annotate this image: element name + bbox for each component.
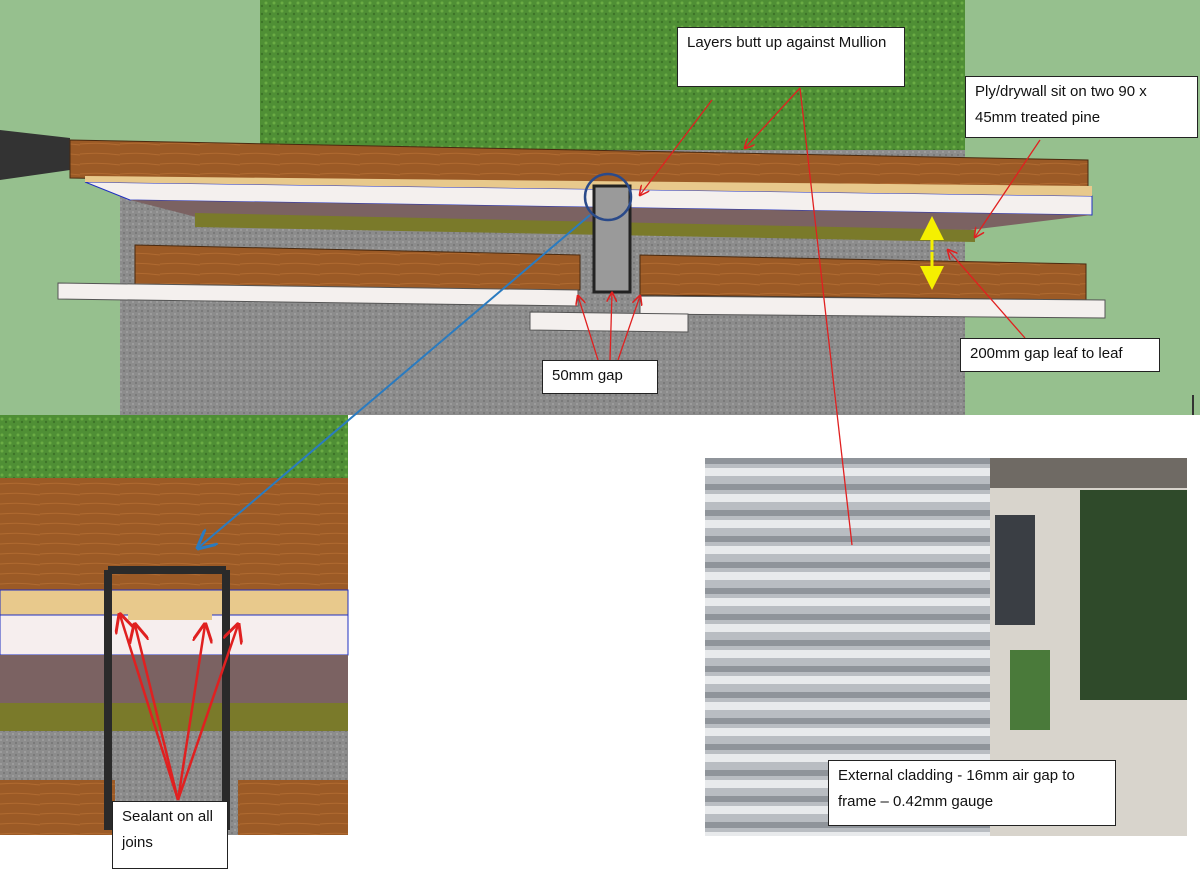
label-ply-drywall: Ply/drywall sit on two 90 x 45mm treated… [965, 76, 1198, 138]
plan-section [0, 0, 1200, 415]
label-layers-butt-mullion: Layers butt up against Mullion [677, 27, 905, 87]
label-200mm-gap: 200mm gap leaf to leaf [960, 338, 1160, 372]
label-50mm-gap: 50mm gap [542, 360, 658, 394]
lower-left-timber [134, 244, 581, 291]
label-sealant: Sealant on all joins [112, 801, 228, 869]
label-external-cladding: External cladding - 16mm air gap to fram… [828, 760, 1116, 826]
lower-right-ply [639, 295, 1106, 319]
mullion-highlight [583, 172, 633, 222]
mullion-channel [592, 184, 632, 294]
mullion-detail [104, 566, 230, 830]
small-plank [529, 311, 689, 333]
mullion-detail-inset [0, 415, 349, 835]
downpipe [0, 130, 70, 180]
annotation-arrows [120, 87, 1041, 801]
